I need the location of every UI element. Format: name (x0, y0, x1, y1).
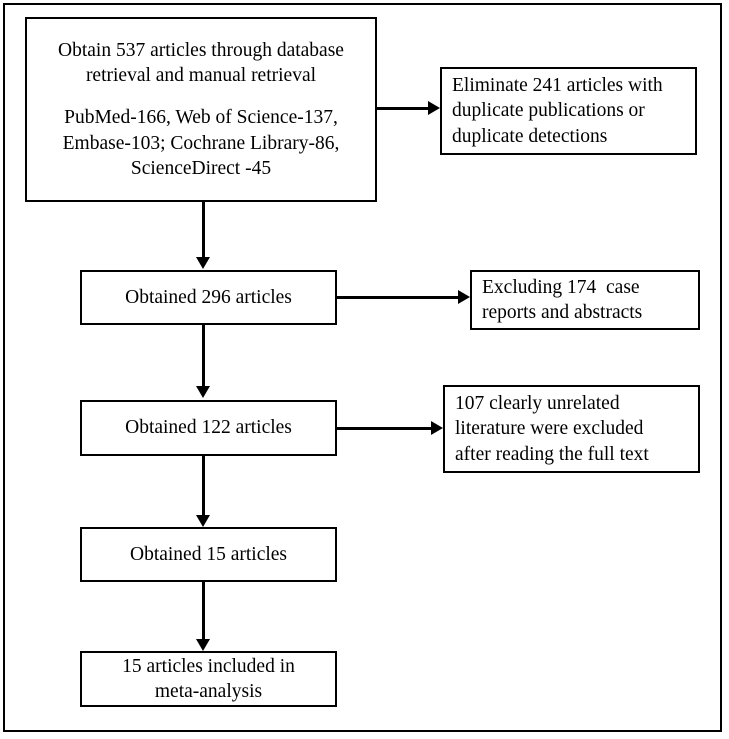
arrow-right-icon-source-to-duplicates (428, 101, 440, 115)
arrow-down-icon-122-to-15 (196, 515, 210, 527)
box-obtained-122-line-1: Obtained 122 articles (125, 417, 292, 439)
connector-source-to-duplicates (377, 107, 430, 110)
box-obtained-122: Obtained 122 articles (80, 400, 337, 456)
box-source-line-4: Embase-103; Cochrane Library-86, (62, 132, 340, 154)
box-obtained-296-line-1: Obtained 296 articles (125, 286, 292, 308)
arrow-down-icon-296-to-122 (196, 386, 210, 398)
box-duplicates-line-2: duplicate publications or (452, 100, 645, 122)
box-included-meta-analysis: 15 articles included in meta-analysis (80, 651, 337, 707)
box-excluded-unrelated-line-3: after reading the full text (455, 443, 649, 465)
box-obtained-296: Obtained 296 articles (80, 270, 337, 325)
box-obtained-15: Obtained 15 articles (80, 527, 337, 582)
box-source-line-5: ScienceDirect -45 (130, 158, 272, 180)
arrow-down-icon-15-to-meta (196, 639, 210, 651)
connector-122-to-15 (202, 456, 205, 516)
box-source-paragraph-2: PubMed-166, Web of Science-137, Embase-1… (63, 105, 340, 181)
box-excluded-case-line-1: Excluding 174 case (482, 276, 640, 298)
box-excluded-case-line-2: reports and abstracts (482, 302, 643, 323)
box-source-paragraph-1: Obtain 537 articles through database ret… (58, 38, 344, 89)
box-excluded-unrelated-line-1: 107 clearly unrelated (455, 392, 620, 414)
page-frame (3, 3, 722, 732)
arrow-right-icon-296-to-excluded-case (458, 290, 470, 304)
box-excluded-unrelated: 107 clearly unrelated literature were ex… (443, 385, 700, 473)
box-duplicates-line-1: Eliminate 241 articles with (452, 74, 663, 96)
connector-source-to-296 (202, 202, 205, 259)
connector-296-to-122 (202, 325, 205, 387)
box-obtained-15-line-1: Obtained 15 articles (129, 543, 288, 565)
box-included-meta-line-1: 15 articles included in (122, 655, 295, 677)
connector-296-to-excluded-case (337, 296, 460, 299)
box-source-retrieval: Obtain 537 articles through database ret… (25, 17, 377, 202)
box-duplicates-line-3: duplicate detections (452, 125, 608, 147)
box-included-meta-line-2: meta-analysis (154, 681, 263, 702)
connector-15-to-meta (202, 582, 205, 640)
box-source-line-1: Obtain 537 articles through database (58, 39, 344, 61)
arrow-right-icon-122-to-excluded-unrelated (431, 421, 443, 435)
box-duplicates-eliminated: Eliminate 241 articles with duplicate pu… (440, 67, 697, 155)
box-excluded-unrelated-line-2: literature were excluded (455, 418, 644, 440)
box-source-line-3: PubMed-166, Web of Science-137, (64, 107, 338, 129)
connector-122-to-excluded-unrelated (337, 427, 433, 430)
box-excluded-case-reports: Excluding 174 case reports and abstracts (470, 270, 700, 330)
arrow-down-icon-source-to-296 (196, 257, 210, 269)
box-source-line-2: retrieval and manual retrieval (85, 64, 317, 86)
